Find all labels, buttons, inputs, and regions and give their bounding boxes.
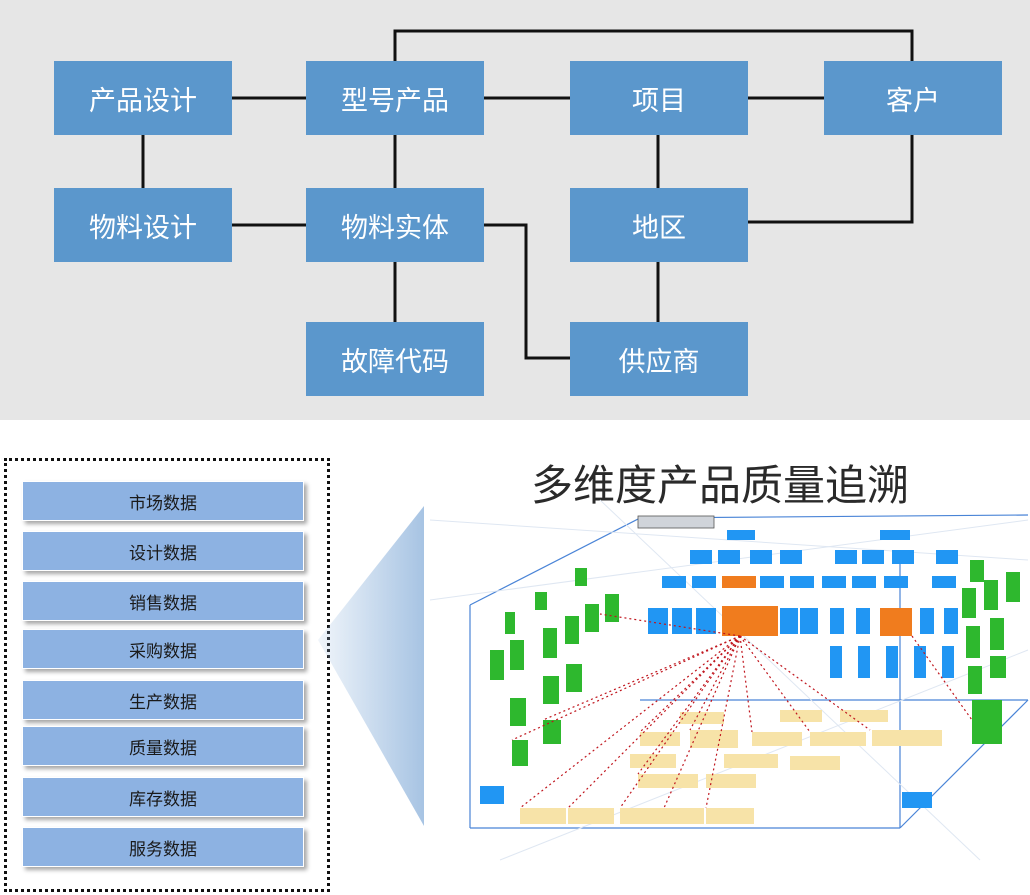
connector-lines [141, 29, 914, 360]
node-customer: 客户 [824, 61, 1002, 135]
node-model-product: 型号产品 [306, 61, 484, 135]
node-supplier: 供应商 [570, 322, 748, 396]
traceability-title: 多维度产品质量追溯 [530, 461, 909, 510]
node-project: 项目 [570, 61, 748, 135]
data-source-frame [4, 458, 330, 892]
data-item-production: 生产数据 [22, 680, 304, 720]
node-material-design: 物料设计 [54, 188, 232, 262]
connector [747, 135, 914, 224]
data-item-service: 服务数据 [22, 827, 304, 867]
data-item-sales: 销售数据 [22, 581, 304, 621]
data-item-procurement: 采购数据 [22, 629, 304, 669]
data-item-quality: 质量数据 [22, 726, 304, 766]
connector [393, 29, 914, 61]
data-item-market: 市场数据 [22, 481, 304, 521]
node-region: 地区 [570, 188, 748, 262]
node-fault-code: 故障代码 [306, 322, 484, 396]
node-product-design: 产品设计 [54, 61, 232, 135]
node-material-entity: 物料实体 [306, 188, 484, 262]
connector [484, 223, 570, 360]
data-item-inventory: 库存数据 [22, 777, 304, 817]
data-item-design: 设计数据 [22, 531, 304, 571]
